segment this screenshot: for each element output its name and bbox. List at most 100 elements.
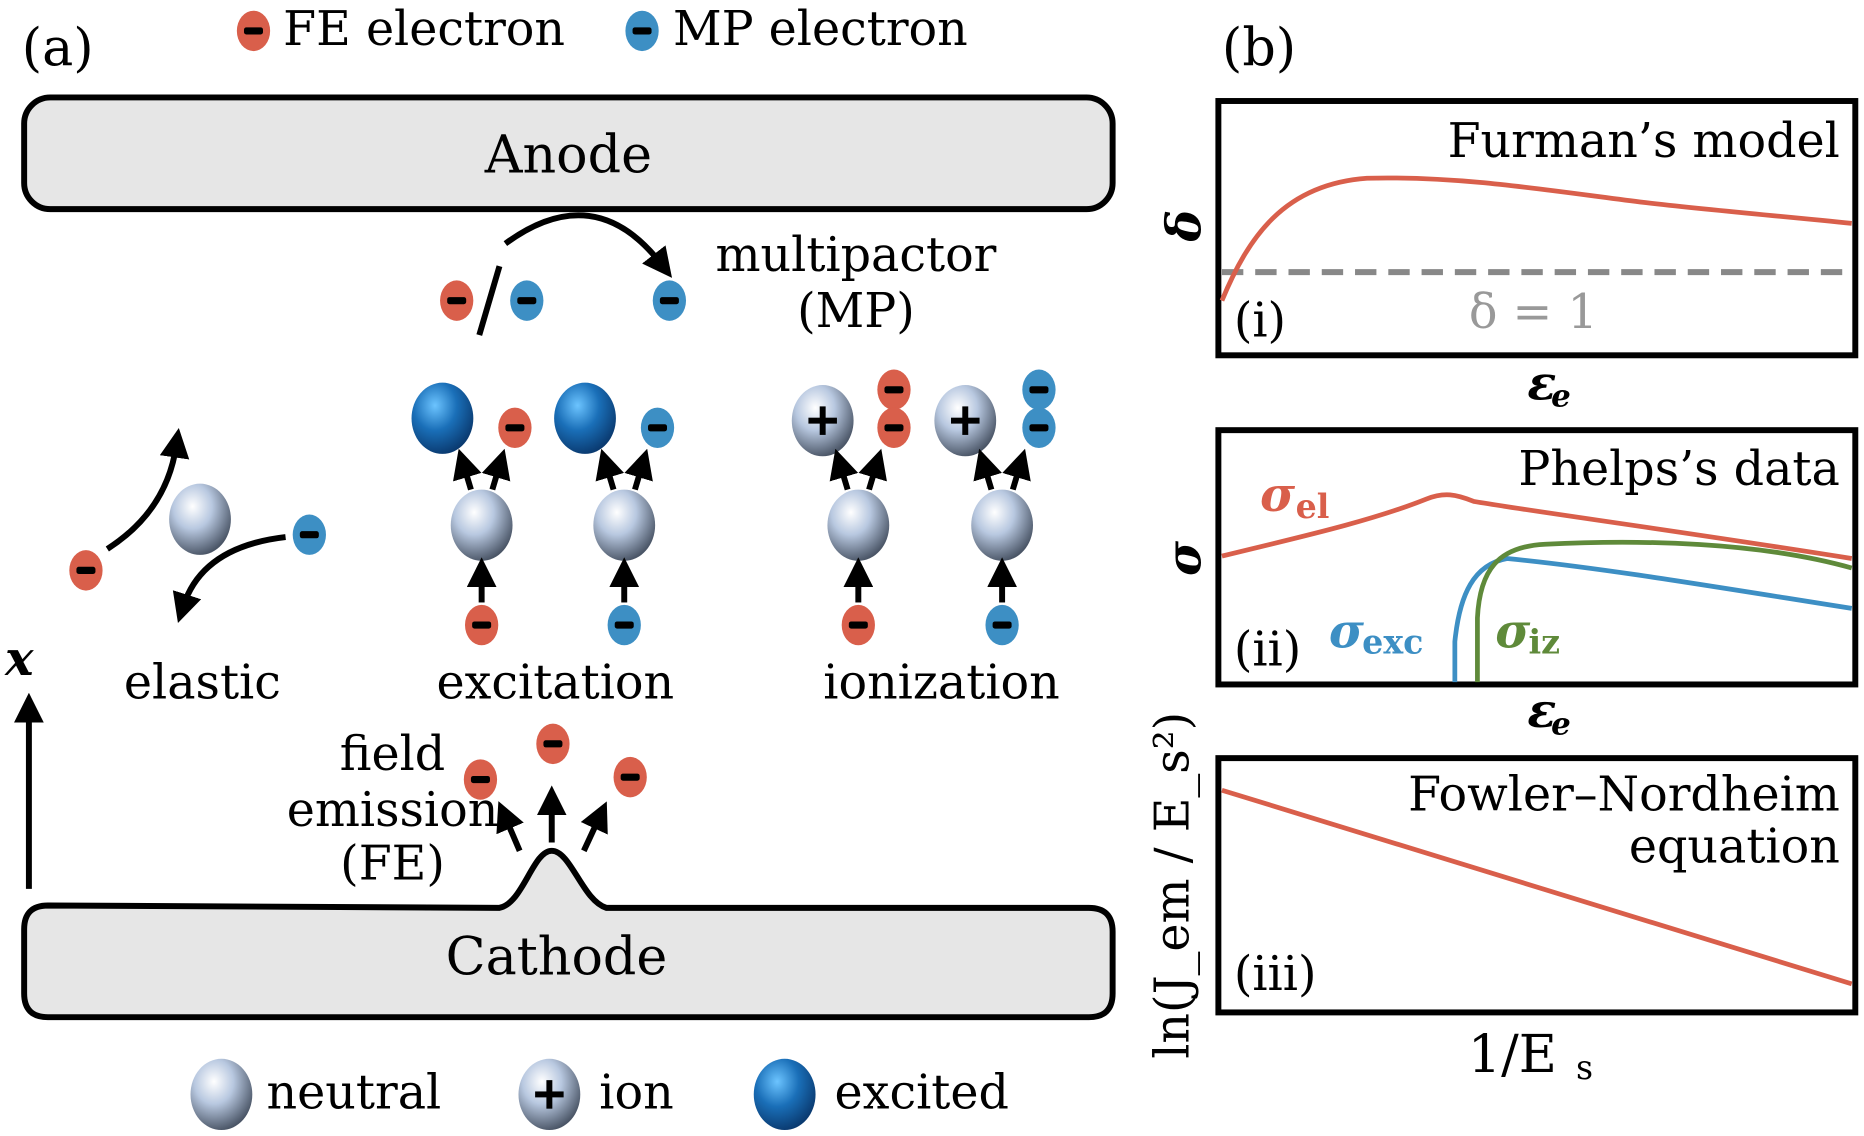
- sigma-exc-sub: exc: [1362, 623, 1423, 662]
- panel-a-label: (a): [22, 17, 94, 78]
- excitation-label: excitation: [436, 656, 674, 711]
- arrow-icon: [453, 448, 482, 491]
- sigma-el-sub: el: [1296, 487, 1330, 526]
- ionization-group: ionization: [791, 369, 1060, 711]
- mp-electron-icon: [510, 280, 544, 321]
- fe-label-line1: field: [340, 727, 445, 782]
- plot-fowler-nordheim: Fowler–Nordheim equation (iii) ln(J_em /…: [1146, 712, 1859, 1087]
- plot-iii-ylabel: ln(J_em / E_s²): [1146, 712, 1201, 1059]
- emission-arrow-icon: [496, 801, 524, 852]
- neutral-particle-icon: [971, 489, 1034, 561]
- elastic-label: elastic: [124, 656, 281, 711]
- fn-line: [1221, 787, 1853, 987]
- emission-arrow-icon: [580, 801, 608, 853]
- legend-excited-label: excited: [835, 1066, 1009, 1121]
- cathode-label: Cathode: [446, 926, 668, 987]
- sigma-exc-label: σ: [1329, 604, 1365, 660]
- mp-electron-icon: [652, 280, 687, 321]
- scatter-arrow-up-icon: [105, 427, 190, 552]
- plot-ii-ylabel: σ: [1157, 540, 1213, 576]
- legend-fe-label: FE electron: [283, 2, 565, 57]
- plot-ii-xlabel-sub: e: [1551, 706, 1571, 742]
- mp-electron-icon: [1022, 369, 1056, 410]
- excited-particle-icon: [554, 382, 616, 454]
- elastic-group: elastic: [69, 427, 326, 711]
- plot-iii-xlabel: 1/E: [1468, 1024, 1557, 1085]
- plot-furman: Furman’s model (i) δ = 1 δ ε e: [1157, 98, 1859, 414]
- anode-label: Anode: [484, 124, 652, 185]
- threshold-label: δ = 1: [1469, 285, 1598, 340]
- ion-particle-icon: [791, 385, 854, 457]
- furman-curve: [1219, 175, 1852, 302]
- ionization-label: ionization: [823, 656, 1059, 711]
- plot-iii-title-line2: equation: [1629, 820, 1840, 875]
- fe-electron-icon: [536, 723, 570, 765]
- neutral-particle-icon: [450, 489, 513, 561]
- sigma-exc-curve: [1452, 556, 1853, 683]
- legend-neutral-label: neutral: [267, 1066, 442, 1121]
- plot-i-axes: [1215, 98, 1859, 359]
- plot-ii-tag: (ii): [1234, 622, 1301, 677]
- mp-electron-icon: [292, 514, 326, 555]
- mp-electron-icon: [1022, 407, 1056, 448]
- fe-label-line3: (FE): [340, 836, 445, 891]
- plot-i-xlabel-sub: e: [1551, 378, 1571, 414]
- mp-electron-icon: [985, 604, 1019, 646]
- fe-electron-icon: [841, 604, 875, 646]
- panel-b-label: (b): [1222, 17, 1296, 78]
- plot-i-title: Furman’s model: [1448, 114, 1840, 169]
- arrow-icon: [624, 448, 653, 491]
- plot-i-ylabel: δ: [1157, 210, 1213, 243]
- legend-bottom: neutral ion excited: [190, 1058, 1009, 1131]
- arrow-icon: [481, 448, 511, 491]
- excited-particle-icon: [753, 1058, 816, 1131]
- neutral-particle-icon: [169, 483, 231, 555]
- plot-ii-xlabel: ε: [1527, 683, 1556, 739]
- ion-particle-icon: [934, 385, 997, 457]
- fe-electron-icon: [236, 10, 271, 52]
- plot-iii-xlabel-sub: s: [1576, 1048, 1593, 1087]
- multipactor-label: multipactor: [715, 228, 996, 283]
- plot-i-xlabel: ε: [1527, 355, 1556, 411]
- ion-particle-icon: [518, 1058, 581, 1131]
- slash-divider: [476, 265, 503, 336]
- plot-iii-tag: (iii): [1234, 947, 1317, 1002]
- mp-electron-icon: [607, 604, 641, 646]
- fe-electron-icon: [877, 369, 911, 410]
- fe-electron-icon: [498, 407, 532, 448]
- x-axis-label: x: [4, 631, 34, 687]
- fe-electron-icon: [463, 759, 498, 800]
- fe-electron-icon: [877, 407, 911, 448]
- field-emission-group: field emission (FE): [287, 723, 647, 891]
- multipactor-abbrev: (MP): [797, 284, 915, 339]
- excited-particle-icon: [411, 382, 474, 454]
- fe-label-line2: emission: [287, 783, 499, 838]
- multipactor-arrow-icon: [503, 212, 673, 278]
- sigma-el-label: σ: [1260, 467, 1296, 523]
- neutral-particle-icon: [190, 1058, 253, 1131]
- mp-electron-icon: [625, 10, 659, 52]
- arrow-icon: [595, 448, 625, 491]
- neutral-particle-icon: [593, 489, 656, 561]
- arrow-icon: [858, 448, 887, 491]
- plot-i-tag: (i): [1234, 293, 1286, 348]
- arrow-icon: [829, 448, 859, 491]
- cathode: [21, 847, 1116, 1021]
- multipactor-group: multipactor (MP): [440, 212, 997, 339]
- legend-top: FE electron MP electron: [236, 2, 968, 57]
- plot-phelps: Phelps’s data σ el σ exc σ iz (ii) σ ε e: [1157, 427, 1859, 742]
- anode: [21, 94, 1116, 213]
- arrow-icon: [973, 448, 1002, 491]
- sigma-el-curve: [1221, 492, 1853, 561]
- fe-electron-icon: [613, 756, 647, 798]
- fe-electron-icon: [465, 604, 499, 646]
- plot-ii-title: Phelps’s data: [1518, 442, 1839, 497]
- sigma-iz-label: σ: [1495, 604, 1531, 660]
- legend-ion-label: ion: [599, 1066, 673, 1121]
- excitation-group: excitation: [411, 382, 675, 711]
- mp-electron-icon: [640, 407, 675, 448]
- arrow-icon: [1002, 448, 1031, 491]
- plot-iii-title-line1: Fowler–Nordheim: [1408, 767, 1840, 822]
- fe-electron-icon: [69, 550, 103, 591]
